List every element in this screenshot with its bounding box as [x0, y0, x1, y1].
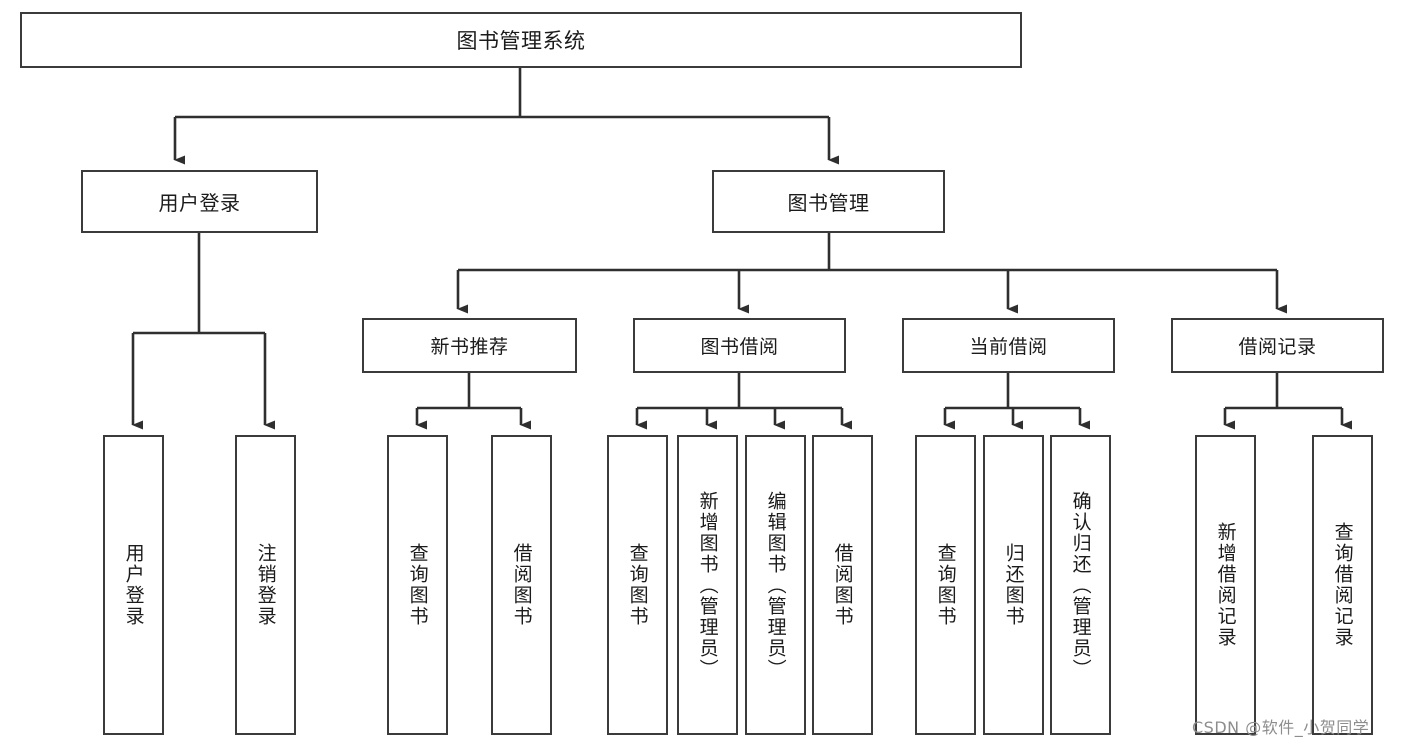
leaf-query-book-2[interactable]: 查询图书: [607, 435, 668, 735]
leaf-return-book[interactable]: 归还图书: [983, 435, 1044, 735]
leaf-query-record[interactable]: 查询借阅记录: [1312, 435, 1373, 735]
node-current-borrow[interactable]: 当前借阅: [902, 318, 1115, 373]
node-new-book-recommend-label: 新书推荐: [430, 336, 509, 358]
leaf-borrow-book-1[interactable]: 借阅图书: [491, 435, 552, 735]
node-book-borrow[interactable]: 图书借阅: [633, 318, 846, 373]
node-borrow-record-label: 借阅记录: [1238, 336, 1317, 358]
node-book-manage[interactable]: 图书管理: [712, 170, 945, 233]
leaf-user-login-label: 用户登录: [122, 543, 145, 627]
leaf-user-logout[interactable]: 注销登录: [235, 435, 296, 735]
node-book-borrow-label: 图书借阅: [700, 336, 779, 358]
leaf-borrow-book-1-label: 借阅图书: [510, 543, 533, 627]
leaf-query-record-label: 查询借阅记录: [1331, 522, 1354, 648]
leaf-confirm-return-label: 确认归还（管理员）: [1069, 490, 1092, 680]
node-root-label: 图书管理系统: [456, 29, 586, 53]
node-book-manage-label: 图书管理: [787, 191, 870, 215]
node-user-login-label: 用户登录: [158, 191, 241, 215]
watermark-text: CSDN @软件_小贺同学: [1192, 718, 1370, 737]
leaf-return-book-label: 归还图书: [1002, 543, 1025, 627]
leaf-query-book-2-label: 查询图书: [626, 543, 649, 627]
leaf-add-book-label: 新增图书（管理员）: [696, 490, 719, 680]
node-root[interactable]: 图书管理系统: [20, 12, 1022, 68]
leaf-add-book[interactable]: 新增图书（管理员）: [677, 435, 738, 735]
node-user-login[interactable]: 用户登录: [81, 170, 318, 233]
leaf-borrow-book-2-label: 借阅图书: [831, 543, 854, 627]
leaf-query-book-1-label: 查询图书: [406, 543, 429, 627]
node-current-borrow-label: 当前借阅: [969, 336, 1048, 358]
leaf-edit-book-label: 编辑图书（管理员）: [764, 490, 787, 680]
node-borrow-record[interactable]: 借阅记录: [1171, 318, 1384, 373]
leaf-add-record-label: 新增借阅记录: [1214, 522, 1237, 648]
leaf-query-book-1[interactable]: 查询图书: [387, 435, 448, 735]
leaf-edit-book[interactable]: 编辑图书（管理员）: [745, 435, 806, 735]
leaf-user-logout-label: 注销登录: [254, 543, 277, 627]
leaf-confirm-return[interactable]: 确认归还（管理员）: [1050, 435, 1111, 735]
leaf-add-record[interactable]: 新增借阅记录: [1195, 435, 1256, 735]
leaf-query-book-3-label: 查询图书: [934, 543, 957, 627]
leaf-user-login[interactable]: 用户登录: [103, 435, 164, 735]
node-new-book-recommend[interactable]: 新书推荐: [362, 318, 577, 373]
leaf-borrow-book-2[interactable]: 借阅图书: [812, 435, 873, 735]
leaf-query-book-3[interactable]: 查询图书: [915, 435, 976, 735]
